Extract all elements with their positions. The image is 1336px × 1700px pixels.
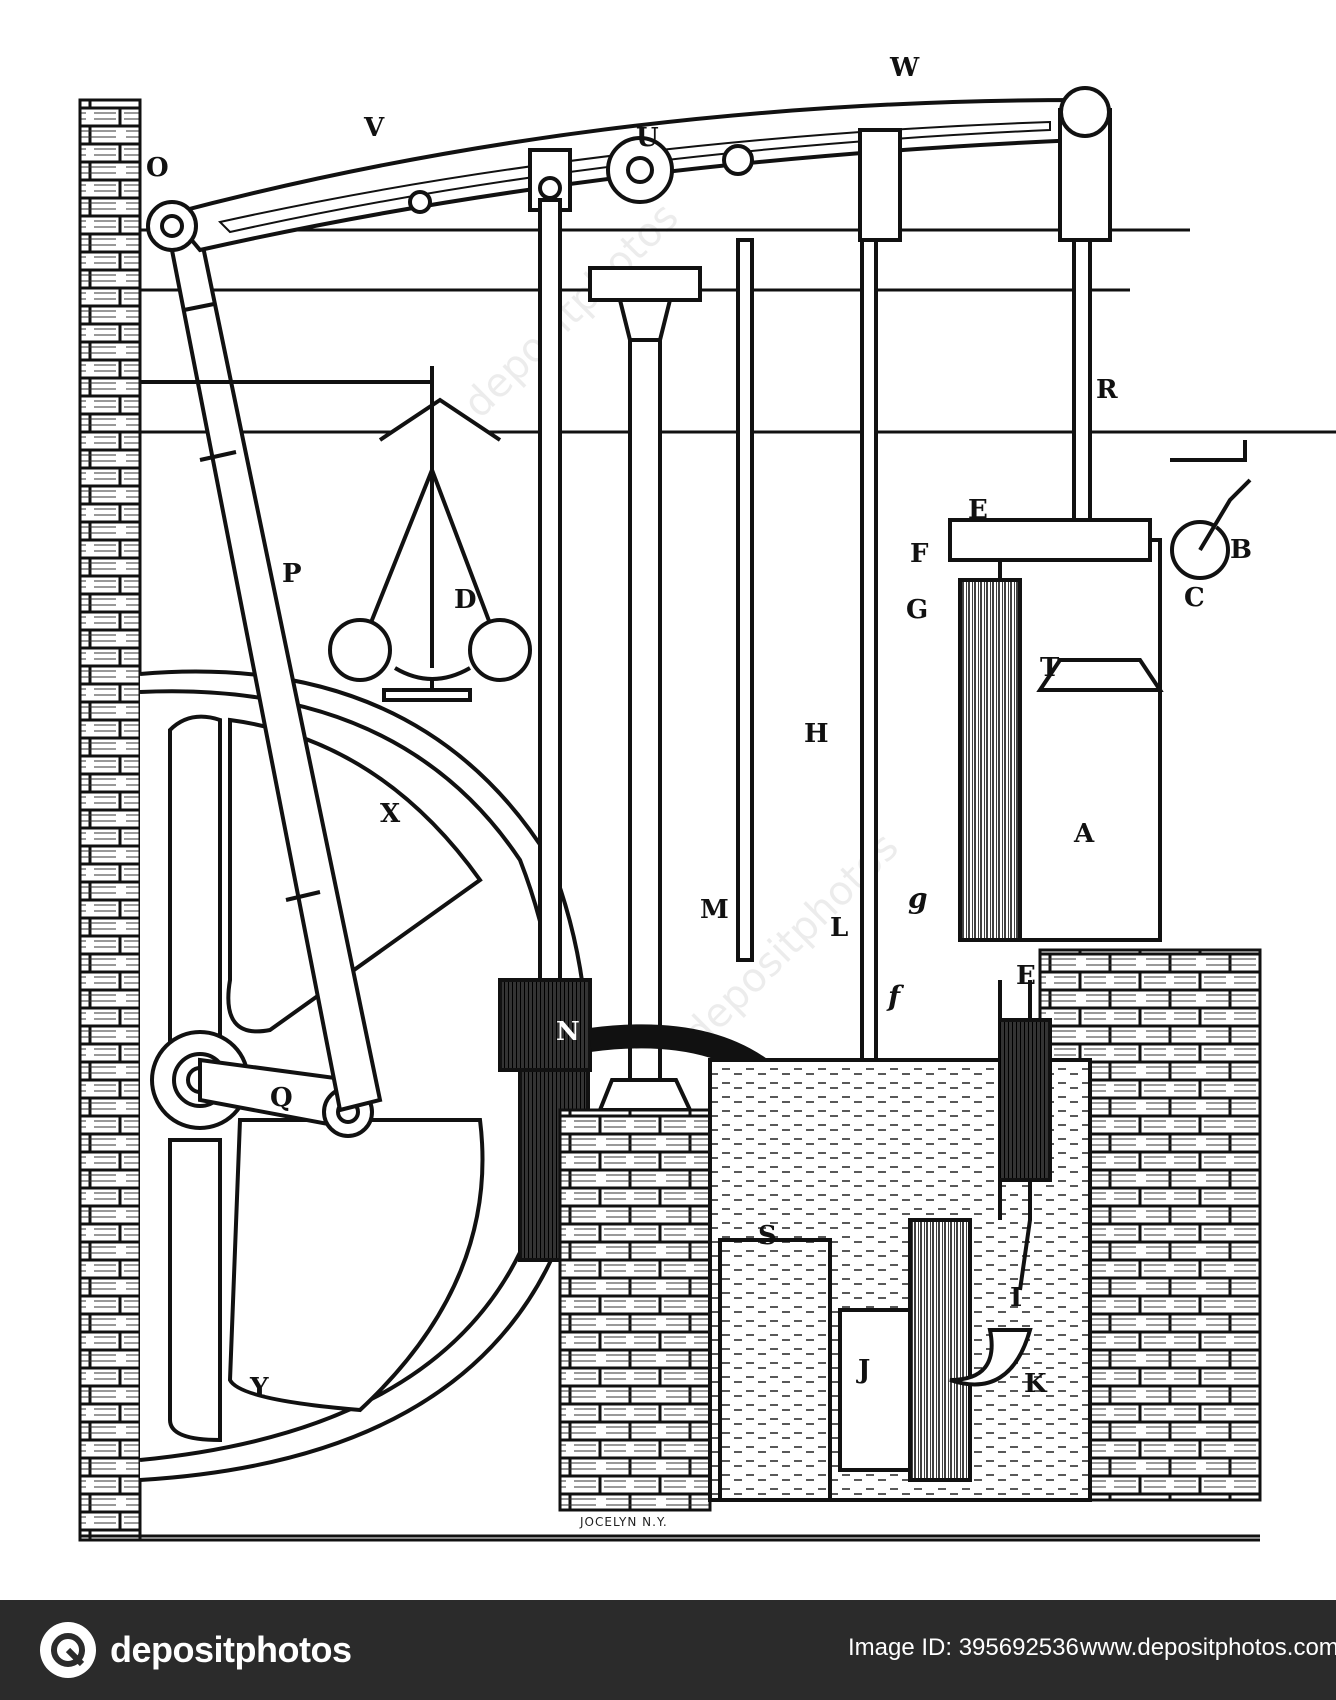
- center-brick-base: [558, 1108, 712, 1512]
- label-S: S: [758, 1221, 777, 1251]
- label-M: M: [700, 895, 729, 925]
- label-J: J: [856, 1355, 870, 1385]
- label-V: V: [363, 113, 385, 143]
- condenser-tank: [708, 980, 1092, 1502]
- left-brick-wall: [78, 98, 142, 1542]
- floor-line: [80, 1534, 1260, 1542]
- label-R: R: [1096, 375, 1118, 405]
- center-column: [588, 266, 702, 1112]
- watermark-footer: depositphotos Image ID: 395692536 www.de…: [0, 1600, 1336, 1700]
- label-B: B: [1230, 535, 1252, 565]
- walking-beam: [146, 86, 1112, 253]
- label-A: A: [1073, 819, 1095, 849]
- engraver-signature: JOCELYN N.Y.: [579, 1515, 668, 1529]
- label-Q: Q: [270, 1083, 293, 1113]
- brand-logo[interactable]: depositphotos: [40, 1622, 352, 1678]
- label-P: P: [282, 559, 302, 589]
- brand-name: depositphotos: [110, 1629, 352, 1670]
- label-H: H: [804, 719, 829, 749]
- steam-cylinder: [948, 440, 1252, 942]
- label-T: T: [1040, 653, 1060, 683]
- label-W: W: [889, 53, 920, 83]
- label-X: X: [380, 799, 401, 829]
- governor: [140, 366, 532, 702]
- label-K: K: [1024, 1369, 1048, 1399]
- label-C: C: [1184, 583, 1205, 613]
- label-F: F: [910, 539, 929, 569]
- label-I: I: [1010, 1283, 1022, 1313]
- label-f: f: [886, 980, 905, 1013]
- label-G: G: [906, 595, 928, 625]
- steam-engine-engraving: depositphotos depositphotos: [78, 53, 1336, 1542]
- part-labels: W V U O R E B F C P G D T H X A M L g f …: [146, 53, 1252, 1529]
- image-id: Image ID: 395692536: [848, 1634, 1079, 1661]
- label-L: L: [830, 913, 848, 943]
- label-D: D: [454, 585, 477, 615]
- site-url[interactable]: www.depositphotos.com: [1080, 1634, 1336, 1661]
- label-N: N: [556, 1017, 580, 1047]
- label-E-bottom: E: [1016, 961, 1036, 991]
- brand-logo-icon: [40, 1622, 96, 1678]
- label-E-top: E: [968, 495, 988, 525]
- label-O: O: [146, 153, 169, 183]
- label-Y: Y: [249, 1373, 269, 1403]
- label-g: g: [908, 882, 928, 915]
- label-U: U: [636, 123, 659, 153]
